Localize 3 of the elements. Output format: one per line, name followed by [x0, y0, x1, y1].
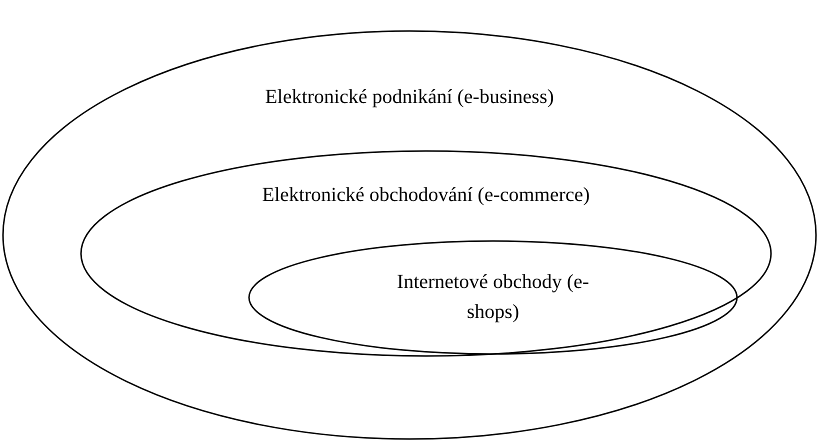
region-label: Elektronické podnikání (e-business)	[265, 85, 554, 110]
region-label: Internetové obchody (e-shops)	[396, 270, 590, 325]
region-label: Elektronické obchodování (e-commerce)	[262, 183, 590, 208]
